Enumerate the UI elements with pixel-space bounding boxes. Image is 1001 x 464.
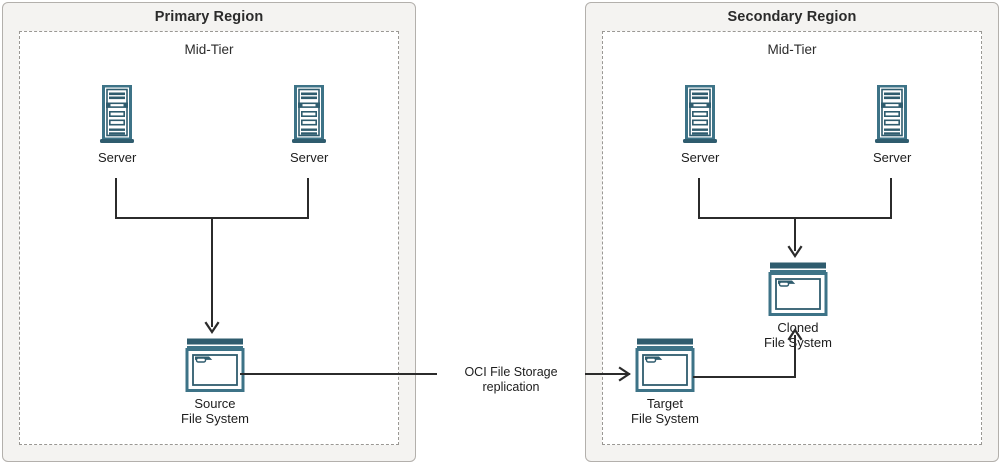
arrowhead-down-icon — [204, 321, 220, 334]
server-icon — [292, 85, 327, 143]
file-system-icon — [185, 338, 245, 392]
node-primary-server-2: Server — [290, 85, 328, 165]
edge-primary-server-1-down — [115, 178, 117, 219]
server-icon — [875, 85, 910, 143]
node-label: Source File System — [181, 396, 249, 426]
edge-primary-bus-to-source — [211, 217, 213, 327]
server-icon — [683, 85, 718, 143]
node-label: Server — [290, 150, 329, 165]
arrowhead-right-icon — [618, 366, 631, 382]
node-label: Server — [98, 150, 137, 165]
region-secondary: Secondary Region Mid-Tier Server — [585, 2, 999, 462]
node-label: Cloned File System — [764, 320, 832, 350]
node-cloned-file-system: Cloned File System — [764, 261, 832, 350]
node-secondary-server-1: Server — [681, 85, 719, 165]
edge-label-replication: OCI File Storage replication — [437, 365, 585, 395]
region-primary-title: Primary Region — [154, 9, 264, 25]
region-primary: Primary Region Mid-Tier Server — [2, 2, 416, 462]
file-system-icon — [635, 338, 695, 392]
file-system-icon — [768, 262, 828, 316]
edge-secondary-server-1-down — [698, 178, 700, 219]
arrowhead-down-icon — [787, 245, 803, 258]
edge-target-to-cloned-v — [794, 335, 796, 377]
node-label: Target File System — [631, 396, 699, 426]
node-target-file-system: Target File System — [631, 337, 699, 426]
node-source-file-system: Source File System — [181, 337, 249, 426]
edge-secondary-server-2-down — [890, 178, 892, 219]
node-primary-server-1: Server — [98, 85, 136, 165]
primary-mid-tier-title: Mid-Tier — [184, 42, 234, 57]
node-label: Server — [681, 150, 720, 165]
edge-target-to-cloned-h — [693, 376, 796, 378]
secondary-mid-tier-title: Mid-Tier — [767, 42, 817, 57]
arrowhead-up-icon — [787, 328, 803, 341]
node-label: Server — [873, 150, 912, 165]
region-secondary-title: Secondary Region — [727, 9, 857, 25]
edge-primary-server-2-down — [307, 178, 309, 219]
edge-source-to-target-line — [240, 373, 630, 375]
server-icon — [100, 85, 135, 143]
node-secondary-server-2: Server — [873, 85, 911, 165]
edge-secondary-bus-to-cloned — [794, 217, 796, 251]
